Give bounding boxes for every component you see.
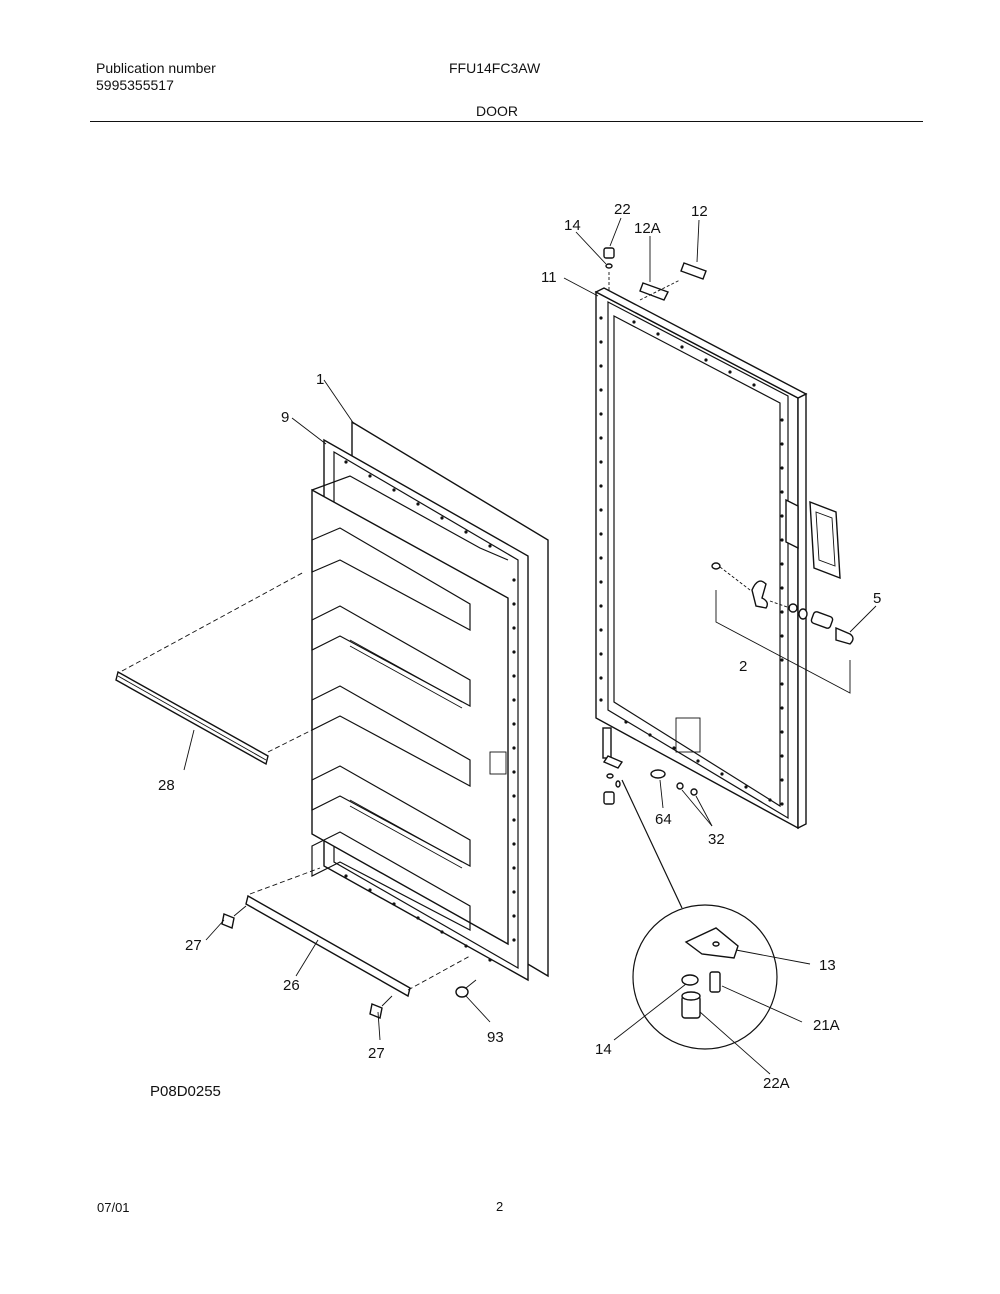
footer-date: 07/01 xyxy=(97,1200,130,1215)
door-liner xyxy=(311,420,549,982)
section-title: DOOR xyxy=(476,103,518,119)
callout-14-bottom: 14 xyxy=(595,1041,612,1058)
callout-5: 5 xyxy=(873,590,881,607)
callout-27-left: 27 xyxy=(185,937,202,954)
outer-door-panel xyxy=(594,287,808,830)
callout-1: 1 xyxy=(316,371,324,388)
model-number: FFU14FC3AW xyxy=(449,60,541,76)
top-hinge-hardware xyxy=(603,247,707,301)
bottom-bar-26 xyxy=(221,867,477,1019)
callout-26: 26 xyxy=(283,977,300,994)
callout-22a: 22A xyxy=(763,1075,790,1092)
callout-21a: 21A xyxy=(813,1017,840,1034)
page-number: 2 xyxy=(496,1199,504,1214)
callout-9: 9 xyxy=(281,409,289,426)
lock-leader-dash xyxy=(719,566,751,591)
callout-12a: 12A xyxy=(634,220,661,237)
callout-2: 2 xyxy=(739,658,747,675)
publication-label: Publication number xyxy=(96,60,216,76)
shelf-bar-28 xyxy=(115,571,313,766)
latch-bracket xyxy=(715,590,851,694)
lock-assembly xyxy=(711,562,854,645)
drawing-id: P08D0255 xyxy=(150,1083,221,1100)
callout-32: 32 xyxy=(708,831,725,848)
callout-93: 93 xyxy=(487,1029,504,1046)
callout-leaders xyxy=(183,217,877,1075)
callout-13: 13 xyxy=(819,957,836,974)
callout-11: 11 xyxy=(541,269,557,286)
callout-14-top: 14 xyxy=(564,217,581,234)
header-rule xyxy=(90,121,923,122)
bottom-hinge-hardware xyxy=(602,727,698,805)
door-handle-part xyxy=(809,500,841,580)
callout-27-bottom: 27 xyxy=(368,1045,385,1062)
callout-12: 12 xyxy=(691,203,708,220)
detail-zoom-circle xyxy=(621,779,778,1050)
lock-leader-dash-2 xyxy=(769,600,791,609)
publication-number: 5995355517 xyxy=(96,77,174,93)
callout-22: 22 xyxy=(614,201,631,218)
callout-28: 28 xyxy=(158,777,175,794)
callout-64: 64 xyxy=(655,811,672,828)
